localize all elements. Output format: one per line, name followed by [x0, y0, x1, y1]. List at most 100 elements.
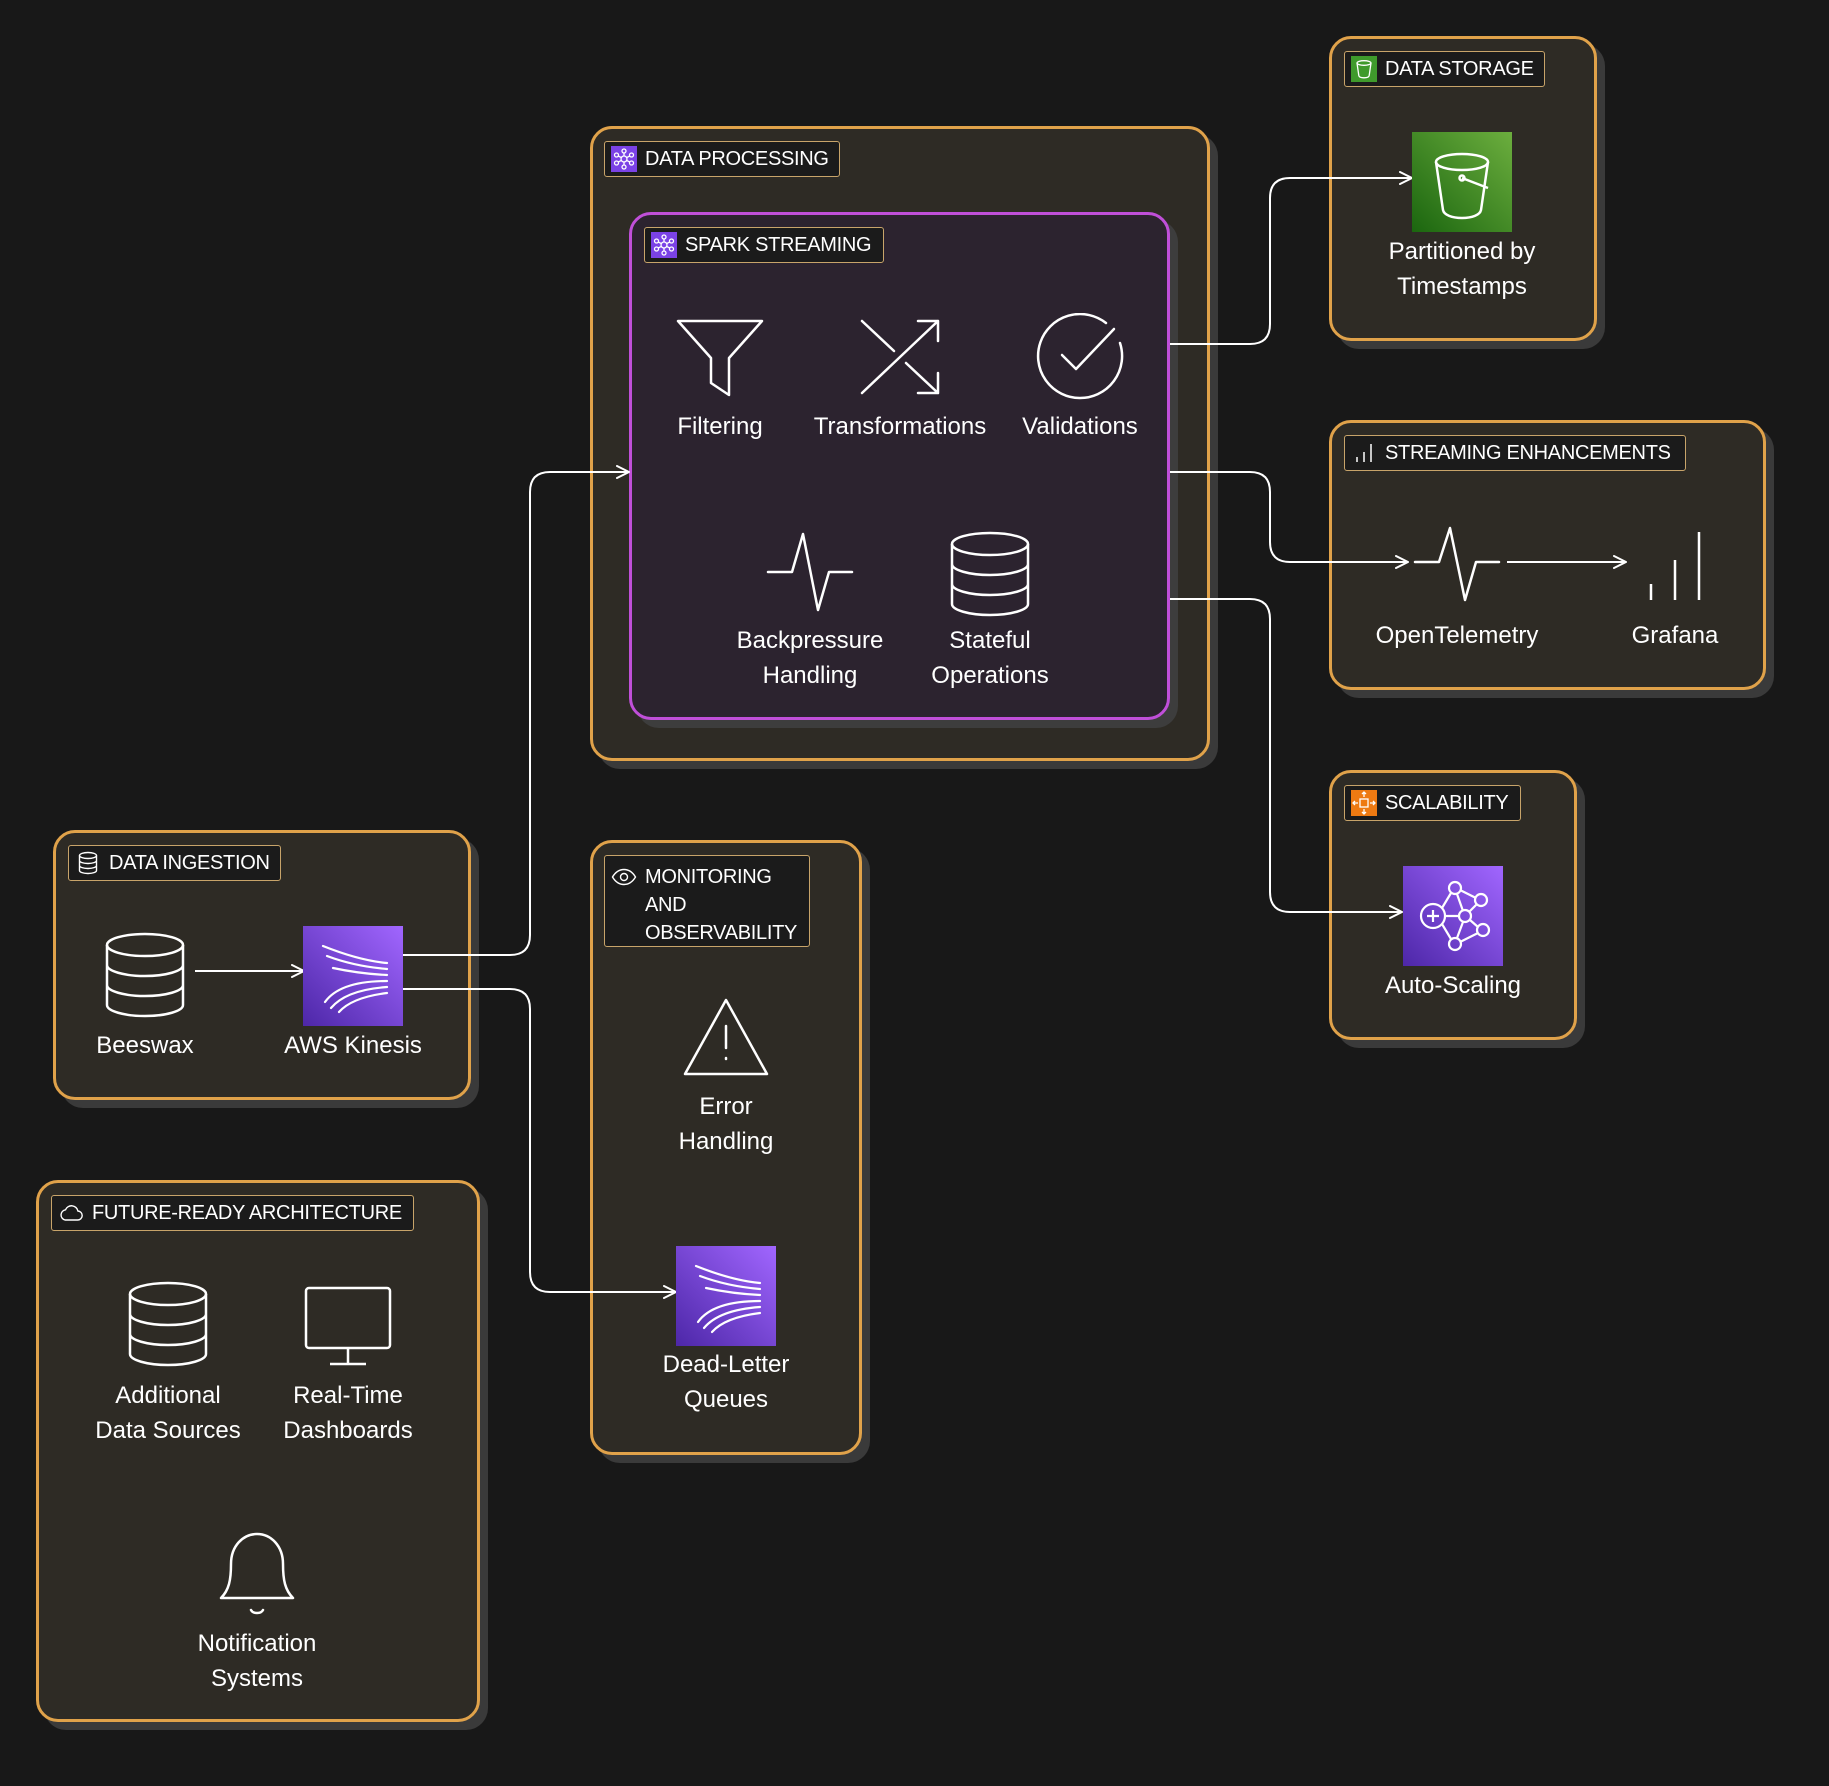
- cloud-icon: [60, 1205, 83, 1221]
- notification-systems-text: Systems: [210, 1665, 303, 1692]
- transformations-node: [856, 313, 944, 401]
- partitioned-text: Timestamps: [1397, 273, 1527, 300]
- scaling-icon: [1351, 790, 1377, 816]
- shuffle-icon: [860, 319, 940, 395]
- bell-icon: [219, 1532, 295, 1615]
- scalability-title: SCALABILITY: [1385, 791, 1509, 814]
- transformations-text: Transformations: [813, 413, 987, 440]
- backpressure-text: Handling: [762, 662, 858, 689]
- data-processing-icon: [611, 146, 637, 172]
- kinesis-icon: [676, 1246, 776, 1346]
- opentelemetry-text: OpenTelemetry: [1375, 622, 1539, 649]
- monitor-icon: [304, 1286, 392, 1366]
- notification-systems-label: Notification Systems: [157, 1626, 357, 1696]
- spark-streaming-label: SPARK STREAMING: [644, 227, 884, 263]
- network-icon: [1403, 866, 1503, 966]
- pulse-icon: [1413, 526, 1501, 602]
- error-handling-text: Error: [699, 1093, 753, 1120]
- pulse-icon: [766, 532, 854, 612]
- stateful-node: [946, 530, 1034, 618]
- future-ready-label: FUTURE-READY ARCHITECTURE: [51, 1195, 414, 1231]
- validations-text: Validations: [1022, 413, 1138, 440]
- scalability-label: SCALABILITY: [1344, 785, 1521, 821]
- filtering-node: [676, 313, 764, 401]
- group-spark-streaming: [629, 212, 1170, 720]
- streaming-enhancements-label: STREAMING ENHANCEMENTS: [1344, 435, 1686, 471]
- autoscaling-node: [1403, 866, 1503, 966]
- streaming-enhancements-title: STREAMING ENHANCEMENTS: [1385, 441, 1671, 464]
- monitoring-title-line: MONITORING: [645, 866, 772, 888]
- aws-kinesis-node: [303, 926, 403, 1026]
- bucket-icon: [1351, 56, 1377, 82]
- beeswax-text: Beeswax: [96, 1032, 194, 1059]
- real-time-dashboards-text: Dashboards: [283, 1417, 413, 1444]
- warning-icon: [683, 998, 769, 1076]
- data-storage-title: DATA STORAGE: [1385, 57, 1534, 80]
- data-processing-label: DATA PROCESSING: [604, 141, 840, 177]
- bar-chart-icon: [1649, 532, 1701, 600]
- partitioned-storage-node: [1412, 132, 1512, 232]
- data-ingestion-title: DATA INGESTION: [109, 851, 270, 874]
- future-ready-title: FUTURE-READY ARCHITECTURE: [92, 1201, 402, 1224]
- spark-streaming-title: SPARK STREAMING: [685, 233, 872, 256]
- transformations-label: Transformations: [800, 409, 1000, 444]
- opentelemetry-node: [1413, 524, 1501, 604]
- filtering-text: Filtering: [677, 413, 763, 440]
- monitoring-title-line: OBSERVABILITY: [645, 922, 798, 944]
- check-circle-icon: [1036, 313, 1124, 400]
- backpressure-text: Backpressure: [736, 627, 884, 654]
- error-handling-label: Error Handling: [626, 1089, 826, 1159]
- beeswax-node: [101, 931, 189, 1019]
- aws-kinesis-label: AWS Kinesis: [253, 1028, 453, 1063]
- funnel-icon: [676, 319, 764, 397]
- stateful-label: Stateful Operations: [890, 623, 1090, 693]
- database-icon: [78, 851, 98, 875]
- beeswax-label: Beeswax: [65, 1028, 225, 1063]
- additional-data-sources-text: Data Sources: [95, 1417, 241, 1444]
- filtering-label: Filtering: [640, 409, 800, 444]
- aws-kinesis-text: AWS Kinesis: [284, 1032, 422, 1059]
- dead-letter-queues-text: Dead-Letter: [662, 1351, 790, 1378]
- s3-bucket-icon: [1412, 132, 1512, 232]
- validations-node: [1036, 313, 1124, 401]
- grafana-text: Grafana: [1631, 622, 1719, 649]
- error-handling-text: Handling: [678, 1128, 774, 1155]
- error-handling-node: [681, 996, 771, 1078]
- additional-data-sources-text: Additional: [115, 1382, 221, 1409]
- backpressure-label: Backpressure Handling: [710, 623, 910, 693]
- dead-letter-queues-text: Queues: [683, 1386, 769, 1413]
- real-time-dashboards-text: Real-Time: [293, 1382, 403, 1409]
- autoscaling-label: Auto-Scaling: [1353, 968, 1553, 1003]
- real-time-dashboards-label: Real-Time Dashboards: [248, 1378, 448, 1448]
- database-icon: [128, 1281, 208, 1367]
- data-storage-label: DATA STORAGE: [1344, 51, 1545, 87]
- partitioned-text: Partitioned by: [1388, 238, 1536, 265]
- monitoring-label: MONITORING AND OBSERVABILITY: [604, 855, 810, 947]
- additional-data-sources-node: [124, 1280, 212, 1368]
- monitoring-title: MONITORING AND OBSERVABILITY: [645, 863, 797, 947]
- data-ingestion-label: DATA INGESTION: [68, 845, 281, 881]
- notification-systems-node: [213, 1528, 301, 1620]
- partitioned-storage-label: Partitioned by Timestamps: [1362, 234, 1562, 304]
- database-icon: [950, 531, 1030, 617]
- bar-chart-icon: [1356, 444, 1372, 462]
- validations-label: Validations: [1000, 409, 1160, 444]
- grafana-node: [1631, 524, 1719, 604]
- opentelemetry-label: OpenTelemetry: [1357, 618, 1557, 653]
- eye-icon: [611, 868, 637, 886]
- spark-streaming-icon: [651, 232, 677, 258]
- data-processing-title: DATA PROCESSING: [645, 147, 829, 170]
- notification-systems-text: Notification: [197, 1630, 317, 1657]
- stateful-text: Stateful: [949, 627, 1031, 654]
- kinesis-icon: [303, 926, 403, 1026]
- monitoring-title-line: AND: [645, 894, 687, 916]
- stateful-text: Operations: [931, 662, 1049, 689]
- autoscaling-text: Auto-Scaling: [1384, 972, 1522, 999]
- database-icon: [105, 932, 185, 1018]
- dead-letter-queues-label: Dead-Letter Queues: [626, 1347, 826, 1417]
- real-time-dashboards-node: [304, 1284, 392, 1368]
- additional-data-sources-label: Additional Data Sources: [68, 1378, 268, 1448]
- grafana-label: Grafana: [1595, 618, 1755, 653]
- dead-letter-queues-node: [676, 1246, 776, 1346]
